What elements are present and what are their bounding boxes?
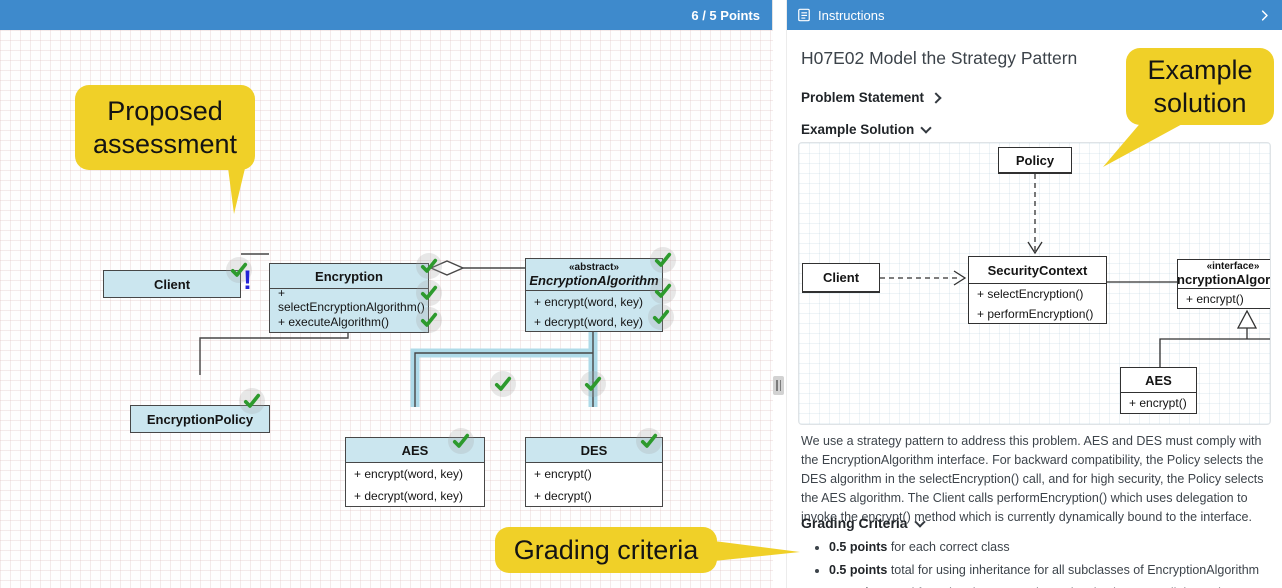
collapse-chevron-right-icon[interactable]	[1257, 8, 1272, 23]
class-aes[interactable]: AES + encrypt(word, key) + decrypt(word,…	[345, 437, 485, 507]
chevron-down-icon	[913, 515, 926, 528]
class-encryption-policy[interactable]: EncryptionPolicy	[130, 405, 270, 433]
class-client[interactable]: Client	[103, 270, 241, 298]
stereotype-abstract: «abstract»	[568, 261, 620, 273]
check-icon-encryption-policy[interactable]	[239, 388, 265, 414]
panel-resize-handle[interactable]	[773, 376, 784, 395]
aes-method-decrypt[interactable]: + decrypt(word, key)	[346, 485, 484, 506]
check-icon-execute-algorithm[interactable]	[416, 307, 442, 333]
stereotype-interface: «interface»	[1206, 261, 1260, 272]
class-aes-name: AES	[346, 438, 484, 463]
example-class-aes: AES + encrypt()	[1120, 367, 1197, 414]
class-encryption[interactable]: Encryption + selectEncryptionAlgorithm()…	[269, 263, 429, 333]
class-des-name: DES	[526, 438, 662, 463]
grading-item: 0.5 points total for using the correct d…	[829, 584, 1269, 588]
check-icon-aes-inheritance[interactable]	[490, 371, 516, 397]
section-grading-criteria[interactable]: Grading Criteria	[801, 515, 926, 531]
method-decrypt-word-key[interactable]: + decrypt(word, key)	[534, 315, 644, 329]
points-label: 6 / 5 Points	[691, 7, 760, 23]
section-problem-statement[interactable]: Problem Statement	[801, 90, 942, 105]
instructions-content: H07E02 Model the Strategy Pattern Proble…	[787, 30, 1282, 588]
grading-criteria-list: 0.5 points for each correct class 0.5 po…	[829, 538, 1269, 588]
callout-example-solution: Example solution	[1126, 48, 1274, 125]
check-icon-encrypt-word-key[interactable]	[650, 278, 676, 304]
class-encryption-algorithm-name: EncryptionAlgorithm	[529, 272, 659, 288]
instructions-header[interactable]: Instructions	[787, 0, 1282, 30]
example-solution-text: We use a strategy pattern to address thi…	[801, 434, 1264, 524]
example-class-security-context: SecurityContext + selectEncryption() + p…	[968, 256, 1107, 324]
assessment-points-bar: 6 / 5 Points	[0, 0, 772, 30]
instructions-header-label: Instructions	[818, 7, 885, 23]
des-method-decrypt[interactable]: + decrypt()	[526, 485, 662, 506]
class-des[interactable]: DES + encrypt() + decrypt()	[525, 437, 663, 507]
check-icon-des[interactable]	[636, 428, 662, 454]
check-icon-aes[interactable]	[448, 428, 474, 454]
check-icon-des-inheritance[interactable]	[580, 371, 606, 397]
exercise-title: H07E02 Model the Strategy Pattern	[801, 48, 1078, 68]
example-class-policy: Policy	[998, 147, 1072, 174]
des-method-encrypt[interactable]: + encrypt()	[526, 463, 662, 485]
class-encryption-algorithm[interactable]: «abstract» EncryptionAlgorithm + encrypt…	[525, 258, 663, 332]
example-solution-diagram: Policy Client SecurityContext + selectEn…	[798, 142, 1271, 425]
method-execute-algorithm[interactable]: + executeAlgorithm()	[278, 314, 390, 329]
example-class-client: Client	[802, 263, 880, 293]
chevron-down-icon	[920, 122, 932, 134]
callout-grading-criteria: Grading criteria	[495, 527, 717, 573]
journal-text-icon	[798, 8, 810, 22]
example-class-encryption-algorithm: «interface» EncryptionAlgorithm + encryp…	[1177, 259, 1270, 309]
callout-proposed-assessment: Proposed assessment	[75, 85, 255, 170]
check-icon-client[interactable]	[226, 257, 252, 283]
grading-item: 0.5 points total for using inheritance f…	[829, 561, 1269, 579]
class-client-name: Client	[153, 276, 191, 292]
check-icon-select-encryption-algorithm[interactable]	[416, 280, 442, 306]
grading-item: 0.5 points for each correct class	[829, 538, 1269, 556]
feedback-alert-icon[interactable]: !	[243, 265, 252, 295]
check-icon-decrypt-word-key[interactable]	[648, 304, 674, 330]
check-icon-encryption[interactable]	[416, 253, 442, 279]
section-example-solution[interactable]: Example Solution	[801, 122, 932, 137]
class-encryption-name: Encryption	[270, 264, 428, 289]
method-select-encryption-algorithm[interactable]: + selectEncryptionAlgorithm()	[278, 286, 425, 314]
check-icon-encryption-algorithm[interactable]	[650, 247, 676, 273]
instructions-panel: Instructions H07E02 Model the Strategy P…	[786, 0, 1282, 588]
chevron-right-icon	[930, 91, 942, 104]
method-encrypt-word-key[interactable]: + encrypt(word, key)	[534, 294, 644, 309]
aes-method-encrypt[interactable]: + encrypt(word, key)	[346, 463, 484, 485]
class-encryption-policy-name: EncryptionPolicy	[146, 411, 254, 427]
